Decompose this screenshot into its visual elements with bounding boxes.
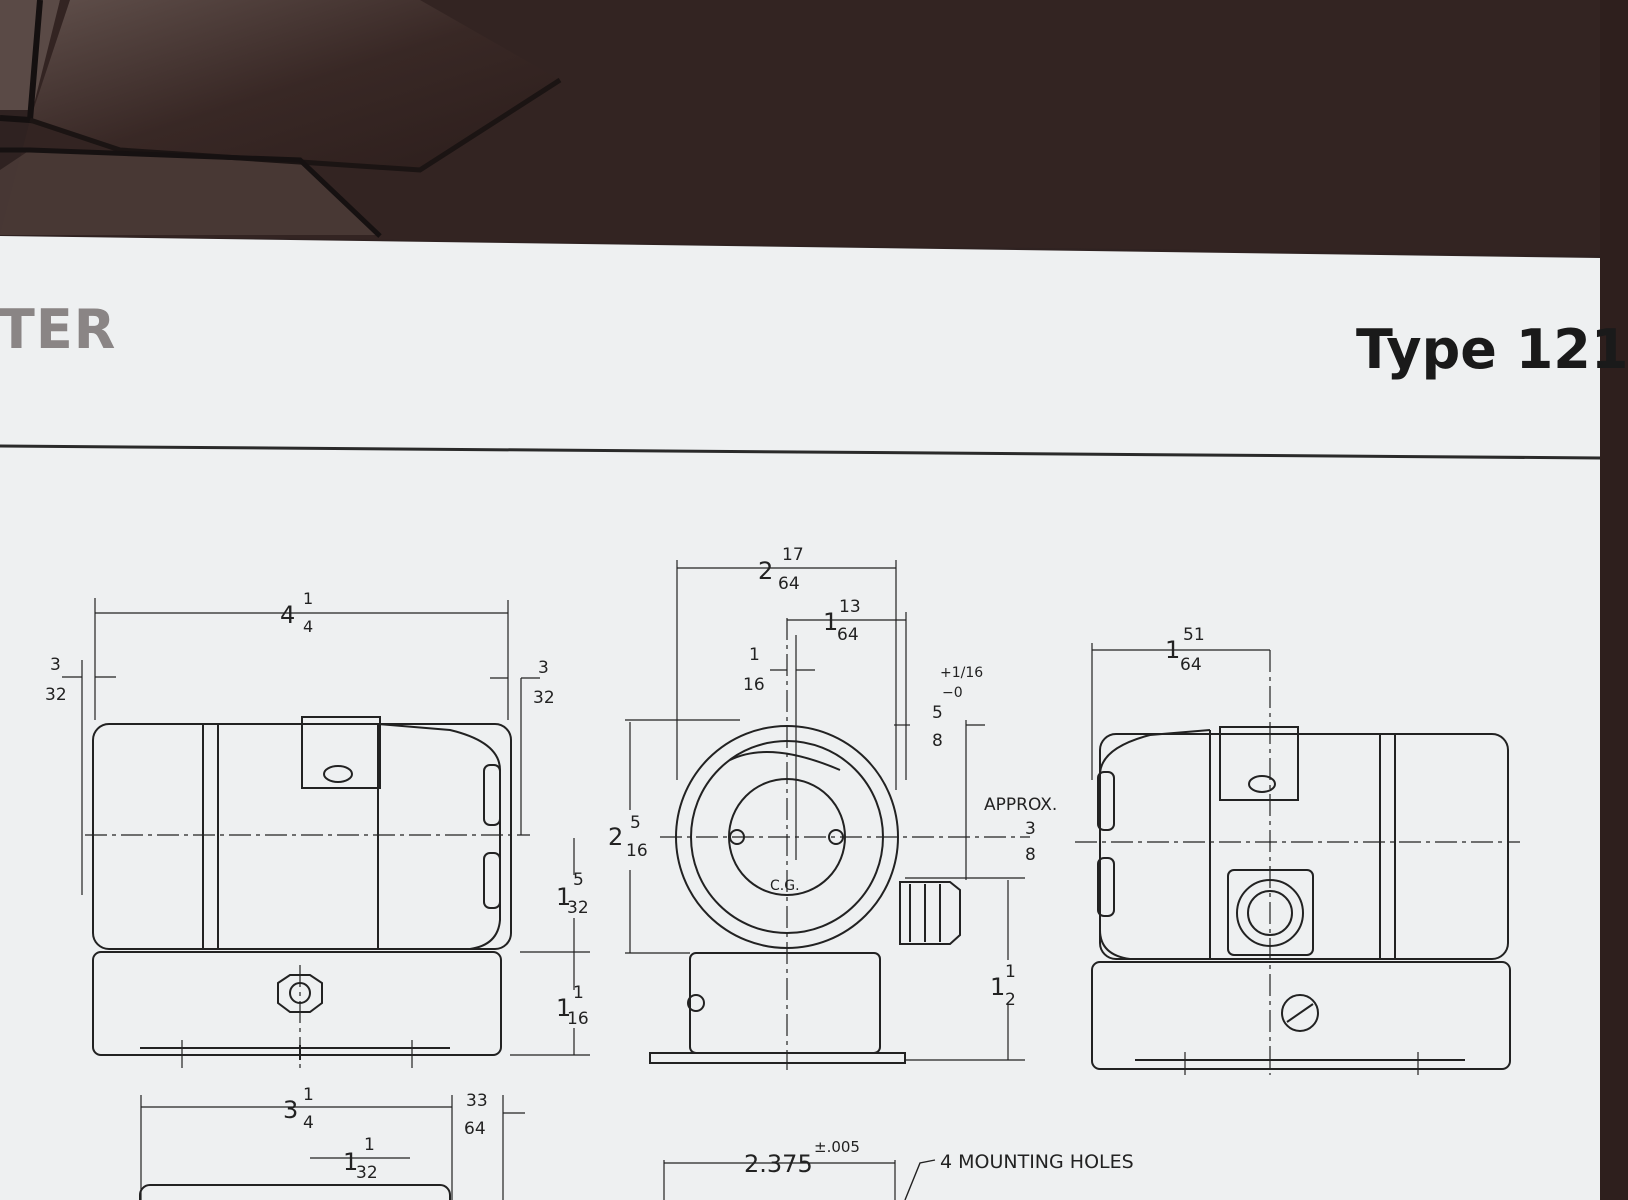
svg-text:32: 32 [567,898,589,918]
svg-text:17: 17 [782,545,804,565]
side-center-height-dim: 1 5 32 [556,870,589,918]
bottom-view [139,1095,936,1200]
approx-dim: APPROX. 3 8 [984,795,1057,865]
svg-text:5: 5 [573,870,584,890]
rear-view [1075,643,1520,1075]
side-right-offset-dim: 3 32 [533,658,555,708]
svg-text:32: 32 [45,685,67,705]
svg-text:4: 4 [280,601,295,629]
front-view [625,560,1030,1070]
svg-text:33: 33 [466,1091,488,1111]
bottom-right-dim: 33 64 [464,1091,488,1139]
front-base-height-dim: 1 1 2 [990,962,1016,1010]
front-half-width-dim: 1 13 64 [823,597,861,645]
cg-label: C.G. [770,878,800,894]
svg-text:1: 1 [303,589,313,608]
svg-text:2: 2 [608,823,623,851]
svg-text:APPROX.: APPROX. [984,795,1057,815]
side-view [62,598,590,1070]
svg-text:±.005: ±.005 [814,1138,860,1156]
svg-text:1: 1 [556,994,571,1022]
svg-text:64: 64 [837,625,859,645]
svg-text:1: 1 [573,983,584,1003]
mounting-holes-note: 4 MOUNTING HOLES [940,1151,1134,1173]
svg-text:51: 51 [1183,625,1205,645]
bottom-overall-dim: 3 1 4 [283,1085,314,1133]
product-type-title: Type 121 [1356,318,1628,381]
svg-text:16: 16 [567,1009,589,1029]
svg-text:64: 64 [464,1119,486,1139]
svg-text:16: 16 [626,841,648,861]
svg-text:4: 4 [303,617,313,636]
svg-text:1: 1 [1165,636,1180,664]
side-left-offset-dim: 3 32 [45,655,67,705]
svg-text:1: 1 [823,608,838,636]
svg-text:2.375: 2.375 [744,1150,813,1178]
svg-text:−0: −0 [942,685,963,701]
svg-text:5: 5 [932,703,943,723]
svg-text:5: 5 [630,813,641,833]
svg-text:3: 3 [538,658,549,678]
svg-text:2: 2 [758,557,773,585]
svg-text:13: 13 [839,597,861,617]
svg-text:1: 1 [749,645,760,665]
svg-text:1: 1 [303,1085,314,1105]
svg-text:32: 32 [533,688,555,708]
svg-text:32: 32 [356,1163,378,1183]
svg-text:1: 1 [1005,962,1016,982]
header-fragment: TER [0,298,117,361]
front-cg-offset-dim: 1 16 [743,645,765,695]
svg-text:64: 64 [1180,655,1202,675]
svg-text:3: 3 [1025,819,1036,839]
front-height-dim: 2 5 16 [608,813,648,861]
svg-text:8: 8 [932,731,943,751]
front-width-dim: 2 17 64 [758,545,804,594]
svg-text:16: 16 [743,675,765,695]
svg-text:1: 1 [343,1148,358,1176]
side-base-height-dim: 1 1 16 [556,983,589,1029]
svg-text:1: 1 [556,883,571,911]
hole-spacing-dim: 2.375 ±.005 [744,1138,860,1178]
svg-text:3: 3 [283,1096,298,1124]
svg-text:3: 3 [50,655,61,675]
svg-text:64: 64 [778,574,800,594]
rear-offset-dim: 1 51 64 [1165,625,1205,675]
svg-text:+1/16: +1/16 [940,665,983,681]
svg-text:8: 8 [1025,845,1036,865]
svg-text:1: 1 [990,973,1005,1001]
side-overall-dim: 4 1 4 [280,589,313,636]
svg-text:1: 1 [364,1135,375,1155]
svg-text:2: 2 [1005,990,1016,1010]
svg-text:4: 4 [303,1113,314,1133]
front-connector-dim: +1/16 −0 5 8 [932,665,983,751]
bottom-inner-dim: 1 1 32 [343,1135,378,1183]
